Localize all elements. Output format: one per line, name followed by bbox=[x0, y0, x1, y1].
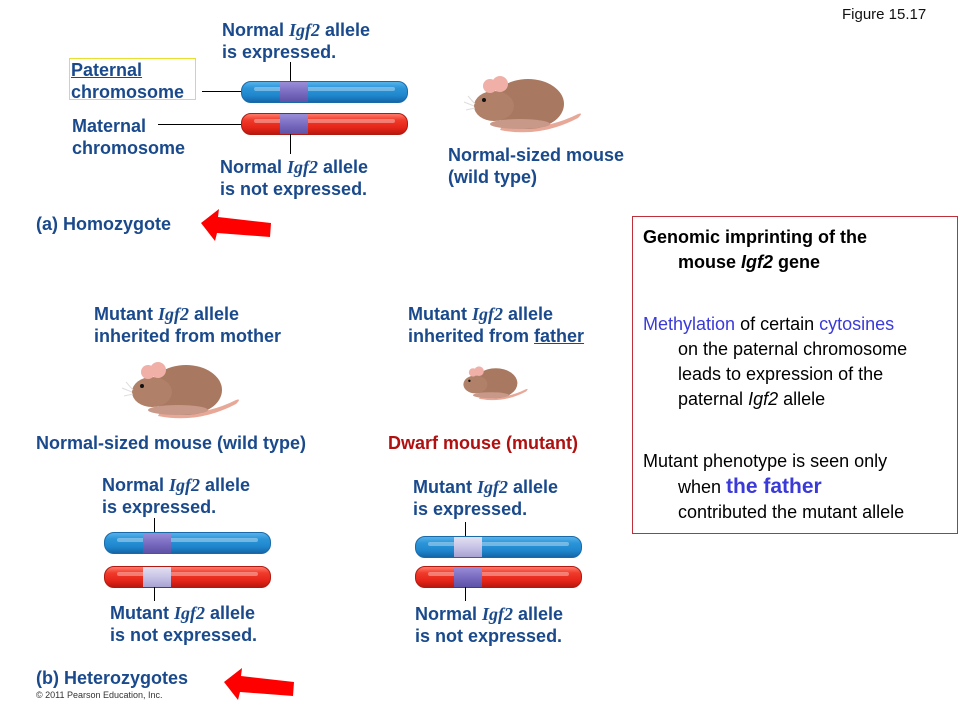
paternal-chromosome bbox=[241, 81, 408, 103]
panel-b-label: (b) Heterozygotes bbox=[36, 668, 189, 688]
gene-name: Igf2 bbox=[289, 20, 321, 40]
mouse-icon bbox=[460, 66, 585, 143]
panel-b-left-heading: Mutant Igf2 allele inherited from mother bbox=[94, 304, 282, 346]
paternal-chromosome bbox=[104, 532, 271, 554]
callout-line bbox=[290, 62, 291, 82]
red-arrow-icon bbox=[201, 209, 273, 243]
normal-igf2-band bbox=[454, 567, 482, 587]
panel-b-right-bottom-callout: Normal Igf2 allele is not expressed. bbox=[415, 604, 564, 646]
callout-line bbox=[465, 522, 466, 538]
red-arrow-icon bbox=[224, 668, 296, 702]
panel-b-right-top-callout: Mutant Igf2 allele is expressed. bbox=[413, 477, 559, 519]
panel-a-bottom-callout: Normal Igf2 allele is not expressed. bbox=[220, 157, 369, 199]
panel-b-left-mouse-caption: Normal-sized mouse (wild type) bbox=[36, 433, 307, 453]
panel-a-top-callout: Normal Igf2 allele is expressed. bbox=[222, 20, 371, 62]
paternal-chromosome-label: Paternal chromosome bbox=[69, 58, 196, 102]
info-title-line2: mouse Igf2 gene bbox=[678, 252, 821, 272]
callout-line bbox=[154, 587, 155, 601]
info-title-line1: Genomic imprinting of the bbox=[643, 227, 867, 247]
panel-a-mouse-caption: Normal-sized mouse (wild type) bbox=[448, 145, 625, 187]
maternal-chromosome-label: Maternal chromosome bbox=[72, 116, 186, 158]
normal-igf2-band bbox=[143, 533, 171, 553]
maternal-chromosome bbox=[241, 113, 408, 135]
mutant-igf2-band bbox=[454, 537, 482, 557]
info-methylation-line: Methylation of certain cytosines bbox=[643, 314, 895, 334]
info-box: Genomic imprinting of the mouse Igf2 gen… bbox=[632, 216, 958, 534]
normal-igf2-band bbox=[280, 114, 308, 134]
maternal-chromosome bbox=[415, 566, 582, 588]
mouse-icon bbox=[118, 352, 243, 429]
figure-label: Figure 15.17 bbox=[842, 6, 927, 23]
callout-line bbox=[154, 518, 155, 534]
panel-a-label: (a) Homozygote bbox=[36, 214, 171, 234]
copyright-text: © 2011 Pearson Education, Inc. bbox=[36, 690, 163, 700]
dwarf-mouse-caption: Dwarf mouse (mutant) bbox=[388, 433, 579, 453]
mutant-igf2-band bbox=[143, 567, 171, 587]
normal-igf2-band bbox=[280, 82, 308, 102]
maternal-leader-line bbox=[158, 124, 242, 125]
panel-b-left-bottom-callout: Mutant Igf2 allele is not expressed. bbox=[110, 603, 258, 645]
panel-b-right-heading: Mutant Igf2 allele inherited from father bbox=[408, 304, 585, 346]
maternal-chromosome bbox=[104, 566, 271, 588]
paternal-leader-line bbox=[202, 91, 242, 92]
callout-line bbox=[290, 134, 291, 154]
panel-b-left-top-callout: Normal Igf2 allele is expressed. bbox=[102, 475, 251, 517]
callout-line bbox=[465, 587, 466, 601]
paternal-chromosome bbox=[415, 536, 582, 558]
dwarf-mouse-icon bbox=[455, 360, 530, 409]
